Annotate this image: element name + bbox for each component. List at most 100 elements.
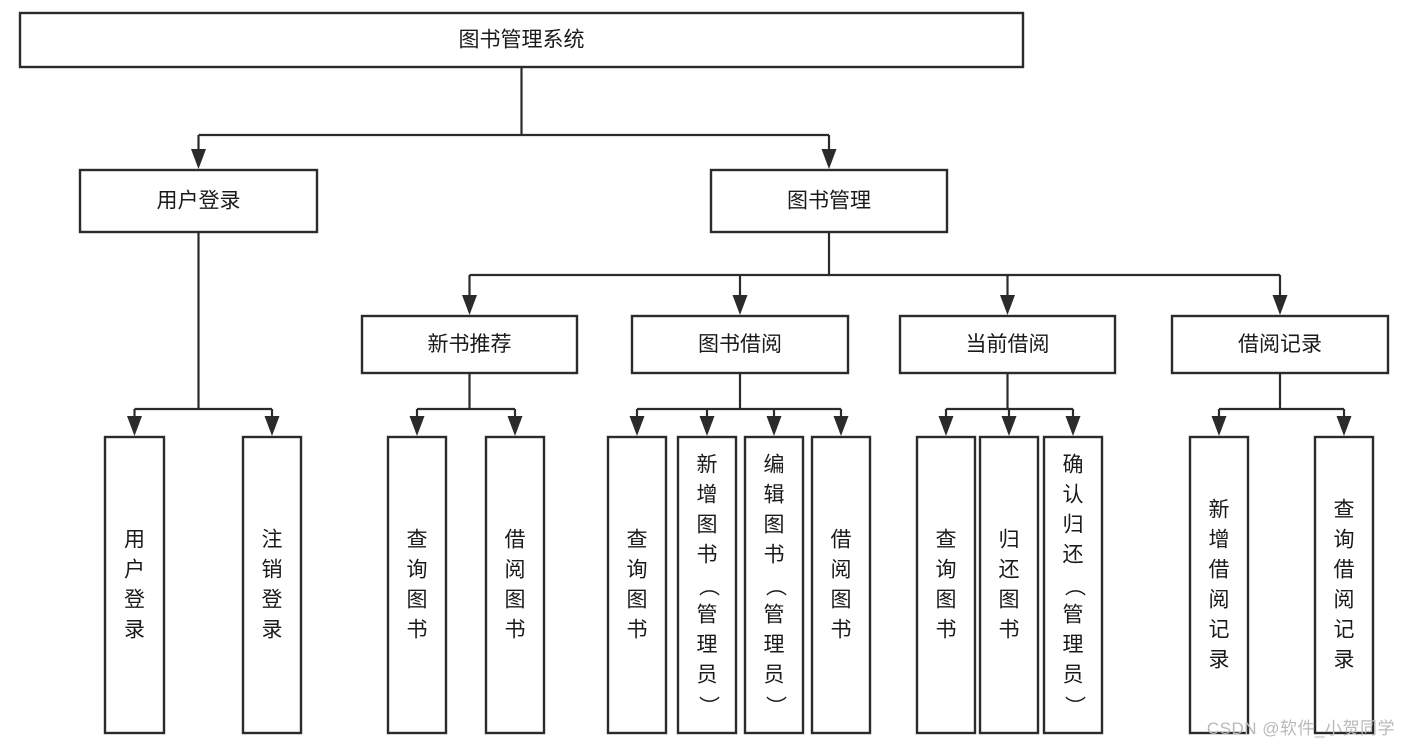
svg-text:阅: 阅: [1334, 589, 1355, 612]
node-box-leaf_11[interactable]: [1188, 435, 1250, 735]
node-box-leaf_1[interactable]: [241, 435, 303, 735]
svg-text:增: 增: [1209, 529, 1230, 552]
svg-text:认: 认: [1063, 484, 1084, 507]
node-box-leaf_10[interactable]: [1042, 435, 1104, 735]
svg-text:图: 图: [831, 589, 852, 612]
node-box-l1_0[interactable]: [78, 168, 319, 234]
svg-text:图: 图: [407, 589, 428, 612]
svg-text:管: 管: [697, 604, 718, 627]
svg-text:管: 管: [764, 604, 785, 627]
svg-text:询: 询: [407, 559, 428, 582]
svg-text:理: 理: [1063, 634, 1084, 657]
connector-group: [462, 232, 1288, 315]
svg-text:书: 书: [505, 619, 526, 642]
svg-text:新: 新: [697, 454, 718, 477]
svg-text:员: 员: [1063, 664, 1084, 687]
node-box-leaf_4[interactable]: [606, 435, 668, 735]
node-leaf_9[interactable]: 归还图书归还图书: [978, 435, 1040, 735]
svg-text:注: 注: [262, 529, 283, 552]
svg-text:（: （: [696, 576, 719, 597]
node-box-leaf_6[interactable]: [743, 435, 805, 735]
svg-text:询: 询: [936, 559, 957, 582]
node-box-l2_0[interactable]: [360, 314, 579, 375]
node-l2_1[interactable]: 图书借阅: [630, 314, 850, 375]
svg-text:户: 户: [124, 559, 145, 582]
node-box-l2_3[interactable]: [1170, 314, 1390, 375]
svg-text:阅: 阅: [1209, 589, 1230, 612]
node-box-leaf_9[interactable]: [978, 435, 1040, 735]
svg-text:记: 记: [1334, 619, 1355, 642]
svg-text:借: 借: [505, 529, 526, 552]
node-leaf_4[interactable]: 查询图书查询图书: [606, 435, 668, 735]
svg-text:理: 理: [764, 634, 785, 657]
node-box-leaf_3[interactable]: [484, 435, 546, 735]
node-root[interactable]: 图书管理系统: [18, 11, 1025, 69]
svg-text:管: 管: [1063, 604, 1084, 627]
node-box-leaf_12[interactable]: [1313, 435, 1375, 735]
node-l1_1[interactable]: 图书管理: [709, 168, 949, 234]
svg-text:登: 登: [124, 589, 145, 612]
node-box-root[interactable]: [18, 11, 1025, 69]
node-box-leaf_5[interactable]: [676, 435, 738, 735]
node-box-l1_1[interactable]: [709, 168, 949, 234]
svg-text:录: 录: [1209, 649, 1230, 672]
svg-text:图: 图: [936, 589, 957, 612]
node-label-leaf_0: 用户登录: [124, 529, 145, 642]
node-l2_0[interactable]: 新书推荐: [360, 314, 579, 375]
node-leaf_1[interactable]: 注销登录注销登录: [241, 435, 303, 735]
svg-text:查: 查: [407, 529, 428, 552]
svg-text:员: 员: [697, 664, 718, 687]
svg-text:借: 借: [1209, 559, 1230, 582]
svg-text:图: 图: [697, 514, 718, 537]
node-l1_0[interactable]: 用户登录: [78, 168, 319, 234]
svg-text:）: ）: [1062, 696, 1085, 717]
node-box-leaf_2[interactable]: [386, 435, 448, 735]
node-layer: 图书管理系统用户登录图书管理新书推荐图书借阅当前借阅借阅记录用户登录用户登录注销…: [18, 11, 1390, 735]
svg-text:还: 还: [1063, 544, 1084, 567]
node-leaf_2[interactable]: 查询图书查询图书: [386, 435, 448, 735]
node-leaf_12[interactable]: 查询借阅记录查询借阅记录: [1313, 435, 1375, 735]
svg-text:书: 书: [697, 544, 718, 567]
svg-text:书: 书: [831, 619, 852, 642]
svg-text:图: 图: [505, 589, 526, 612]
node-leaf_8[interactable]: 查询图书查询图书: [915, 435, 977, 735]
svg-text:新: 新: [1209, 499, 1230, 522]
node-box-leaf_7[interactable]: [810, 435, 872, 735]
svg-text:录: 录: [262, 619, 283, 642]
node-leaf_7[interactable]: 借阅图书借阅图书: [810, 435, 872, 735]
connector-group: [191, 67, 837, 169]
node-box-leaf_0[interactable]: [103, 435, 166, 735]
node-label-root: 图书管理系统: [459, 29, 585, 52]
connector-layer: [127, 67, 1352, 436]
svg-text:阅: 阅: [831, 559, 852, 582]
svg-text:查: 查: [1334, 499, 1355, 522]
svg-text:增: 增: [697, 484, 718, 507]
svg-text:辑: 辑: [764, 484, 785, 507]
svg-text:询: 询: [1334, 529, 1355, 552]
node-l2_2[interactable]: 当前借阅: [898, 314, 1117, 375]
node-leaf_3[interactable]: 借阅图书借阅图书: [484, 435, 546, 735]
svg-text:录: 录: [1334, 649, 1355, 672]
node-leaf_11[interactable]: 新增借阅记录新增借阅记录: [1188, 435, 1250, 735]
node-leaf_0[interactable]: 用户登录用户登录: [103, 435, 166, 735]
svg-text:阅: 阅: [505, 559, 526, 582]
node-label-l1_0: 用户登录: [157, 190, 241, 213]
node-box-l2_1[interactable]: [630, 314, 850, 375]
node-label-l2_1: 图书借阅: [698, 333, 782, 356]
node-l2_3[interactable]: 借阅记录: [1170, 314, 1390, 375]
node-box-leaf_8[interactable]: [915, 435, 977, 735]
node-label-l2_0: 新书推荐: [428, 333, 512, 356]
node-box-l2_2[interactable]: [898, 314, 1117, 375]
